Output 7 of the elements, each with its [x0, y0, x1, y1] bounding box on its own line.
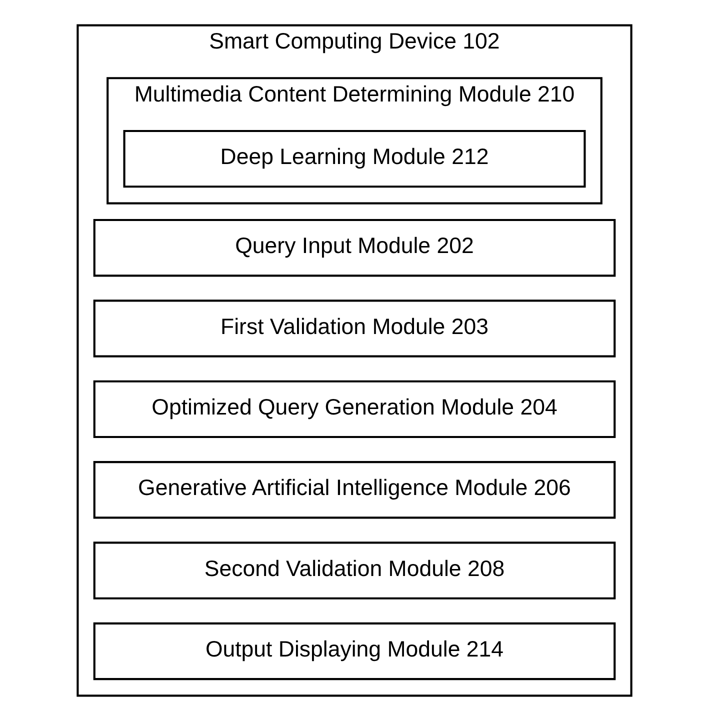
node-box: Second Validation Module 208	[93, 542, 616, 600]
node-box: Optimized Query Generation Module 204	[93, 380, 616, 438]
node-box: First Validation Module 203	[93, 300, 616, 358]
node-box: Output Displaying Module 214	[93, 622, 616, 680]
node-box: Deep Learning Module 212	[123, 130, 586, 188]
node-box: Generative Artificial Intelligence Module 206	[93, 461, 616, 519]
node-box: Query Input Module 202	[93, 218, 616, 277]
